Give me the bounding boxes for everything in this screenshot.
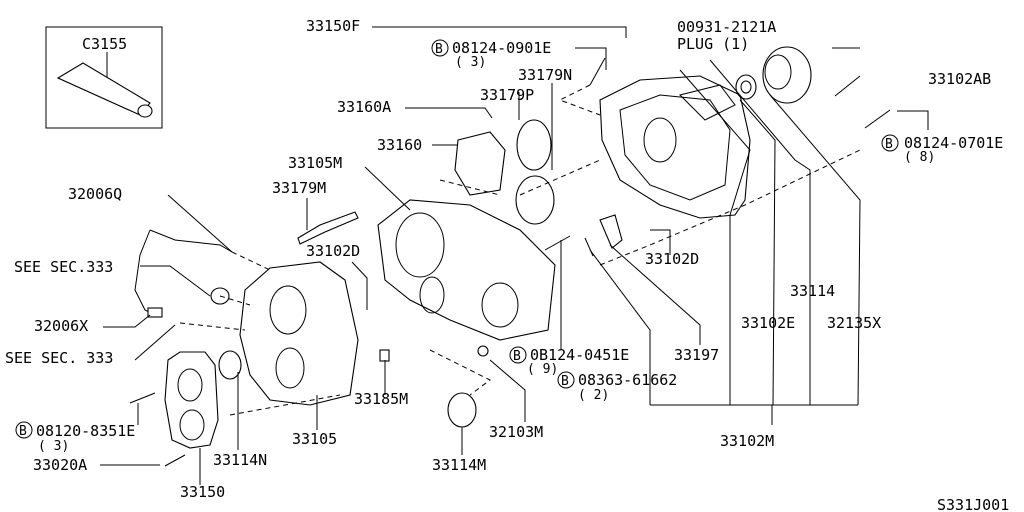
oil-seal-33114N bbox=[218, 350, 242, 380]
leader-lines bbox=[100, 26, 929, 485]
retainer-33160 bbox=[454, 131, 506, 196]
cover-plate-part bbox=[164, 351, 219, 449]
label-08124-0701E: 08124-0701E bbox=[904, 134, 1003, 152]
label-plug: PLUG (1) bbox=[677, 35, 749, 53]
assembly-guide-lines bbox=[179, 84, 861, 416]
label-08363-61662-qty: ( 2) bbox=[578, 388, 609, 403]
bolt-08363-61662 bbox=[584, 237, 594, 257]
label-08120-8351E: 08120-8351E bbox=[36, 422, 135, 440]
bolt-marker-icon bbox=[881, 134, 899, 152]
bolt-33102AB bbox=[834, 75, 861, 97]
gasket-33179M bbox=[297, 211, 359, 245]
inset-sealant-box: C3155 bbox=[45, 26, 163, 129]
label-33102D-right: 33102D bbox=[645, 250, 699, 268]
tube-cap-icon bbox=[137, 104, 153, 118]
label-see-sec-333-lower: SEE SEC. 333 bbox=[5, 349, 113, 367]
label-33102AB: 33102AB bbox=[928, 70, 991, 88]
oil-seal-33114M bbox=[447, 392, 477, 428]
label-0B124-0451E: 0B124-0451E bbox=[530, 346, 629, 364]
sealant-tube-icon bbox=[56, 62, 151, 116]
label-33197: 33197 bbox=[674, 346, 719, 364]
bolt-marker-b: B bbox=[435, 42, 443, 57]
label-see-sec-333-upper: SEE SEC.333 bbox=[14, 258, 113, 276]
label-33179M: 33179M bbox=[272, 179, 326, 197]
label-33160A: 33160A bbox=[337, 98, 391, 116]
bracket-33197 bbox=[599, 214, 623, 249]
label-08120-8351E-qty: ( 3) bbox=[38, 439, 69, 454]
fitting-32103M bbox=[477, 345, 489, 357]
front-case-part bbox=[239, 261, 359, 406]
label-33179N: 33179N bbox=[518, 66, 572, 84]
label-33105M: 33105M bbox=[288, 154, 342, 172]
sensor-32006X bbox=[147, 307, 163, 318]
label-33150: 33150 bbox=[180, 483, 225, 501]
label-33105: 33105 bbox=[292, 430, 337, 448]
bolt-marker-icon bbox=[15, 421, 33, 439]
label-08124-0701E-qty: ( 8) bbox=[904, 150, 935, 165]
ring-33179P bbox=[516, 119, 552, 171]
bolt-marker-b: B bbox=[513, 349, 521, 364]
bolt-marker-b: B bbox=[885, 137, 893, 152]
bolt-0B124-0451E bbox=[544, 235, 571, 251]
bolt-marker-icon bbox=[431, 39, 449, 57]
label-33160: 33160 bbox=[377, 136, 422, 154]
label-33114N: 33114N bbox=[213, 451, 267, 469]
label-33114: 33114 bbox=[790, 282, 835, 300]
bolt-marker-b: B bbox=[19, 424, 27, 439]
label-33114M: 33114M bbox=[432, 456, 486, 474]
label-33185M: 33185M bbox=[354, 390, 408, 408]
rear-case-part bbox=[599, 75, 751, 219]
bolt-marker-icon bbox=[509, 346, 527, 364]
diagram-code: S331J001 bbox=[937, 496, 1009, 512]
label-33150F: 33150F bbox=[306, 17, 360, 35]
center-case-part bbox=[377, 199, 556, 341]
label-08363-61662: 08363-61662 bbox=[578, 371, 677, 389]
nut-33185M bbox=[379, 349, 390, 362]
label-33102D-left: 33102D bbox=[306, 242, 360, 260]
bolt-08120-8351E bbox=[129, 392, 156, 404]
bolt-marker-icon bbox=[557, 371, 575, 389]
bolt-33020A bbox=[164, 454, 186, 467]
label-c3155: C3155 bbox=[82, 35, 127, 53]
label-33179P: 33179P bbox=[480, 86, 534, 104]
label-08124-0901E: 08124-0901E bbox=[452, 39, 551, 57]
label-33102M: 33102M bbox=[720, 432, 774, 450]
label-32103M: 32103M bbox=[489, 423, 543, 441]
label-33020A: 33020A bbox=[33, 456, 87, 474]
label-32006Q: 32006Q bbox=[68, 185, 122, 203]
bolt-08124-0701E bbox=[864, 109, 891, 129]
label-32135X: 32135X bbox=[827, 314, 881, 332]
label-08124-0901E-qty: ( 3) bbox=[455, 55, 486, 70]
bearing-cup-part bbox=[735, 46, 812, 104]
inset-frame bbox=[45, 26, 163, 129]
label-32006X: 32006X bbox=[34, 317, 88, 335]
bolt-08124-0901E bbox=[589, 57, 606, 86]
label-0B124-0451E-qty: ( 9) bbox=[527, 362, 558, 377]
label-00931-2121A: 00931-2121A bbox=[677, 18, 776, 36]
bushing-33179N bbox=[515, 175, 555, 225]
bolt-marker-b: B bbox=[561, 374, 569, 389]
label-33102E: 33102E bbox=[741, 314, 795, 332]
